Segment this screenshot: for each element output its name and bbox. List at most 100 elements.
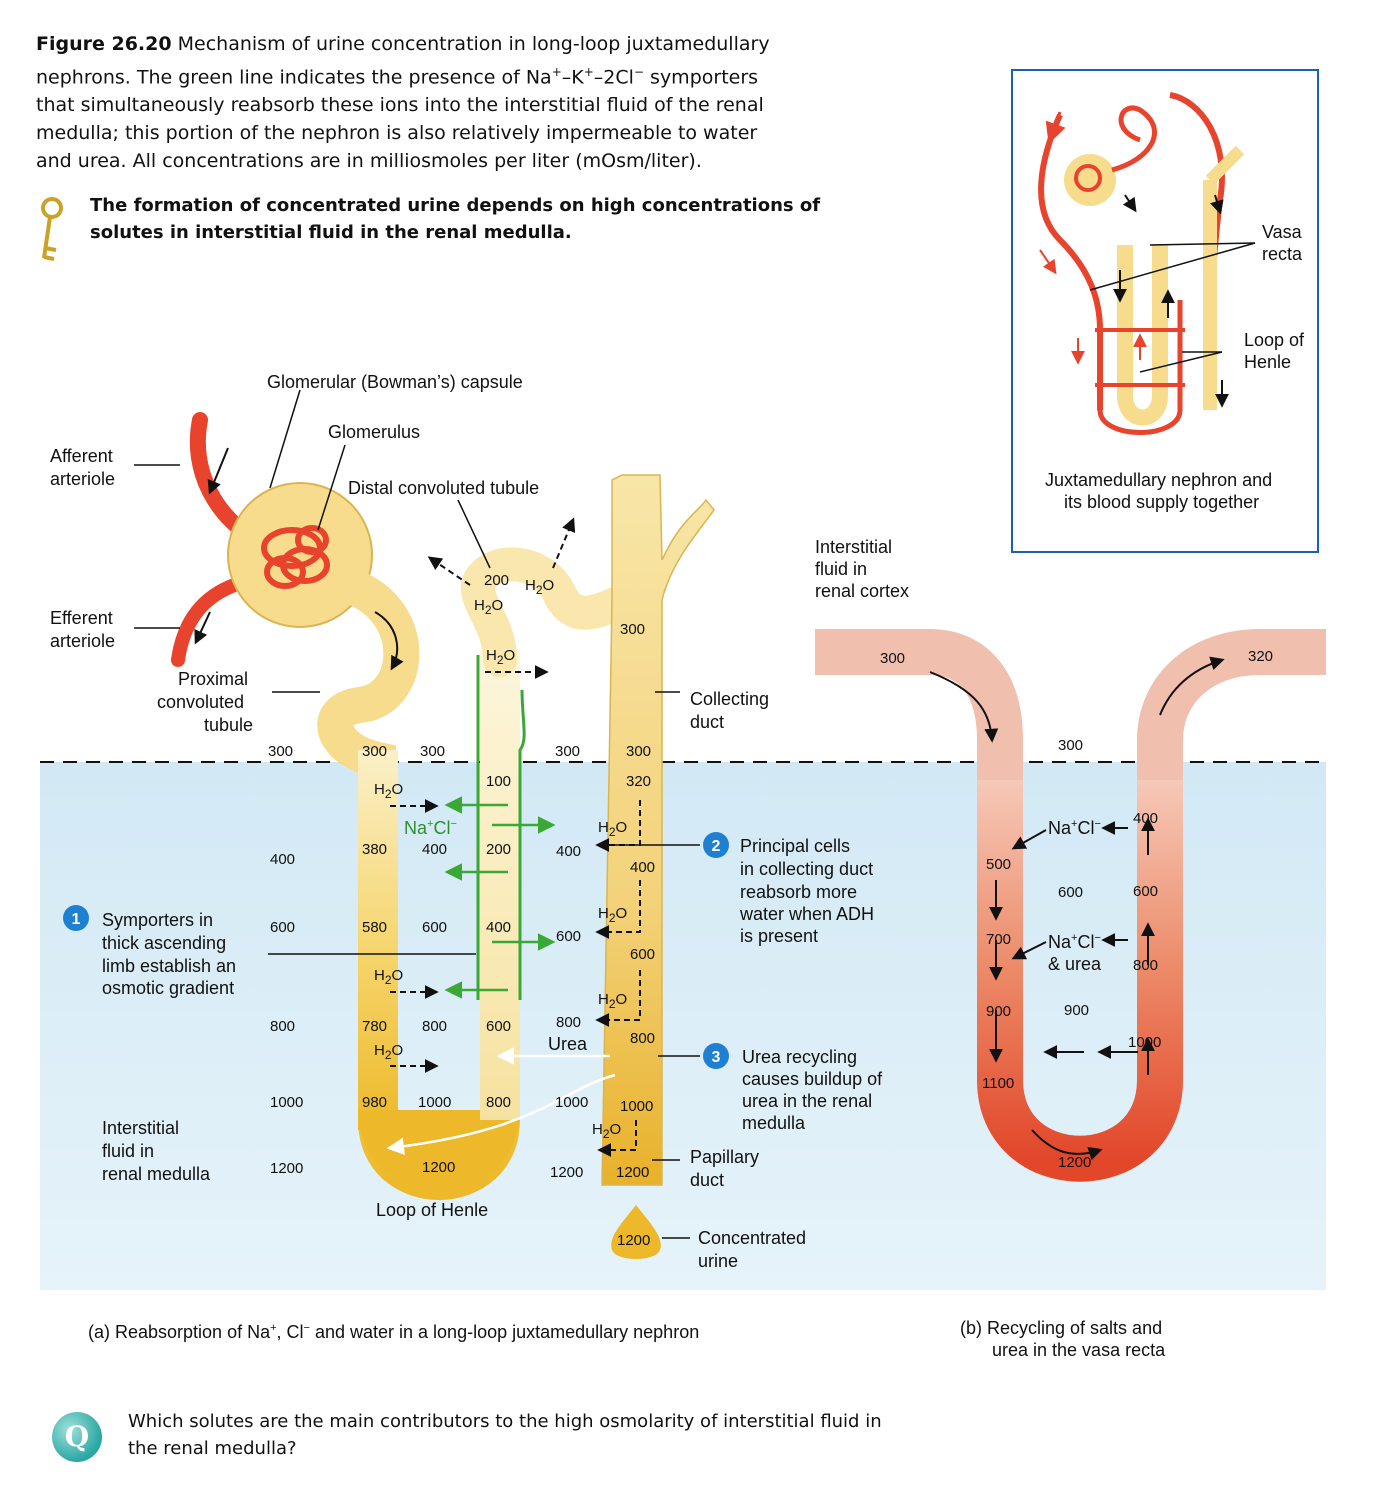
- distal-convoluted-tubule: [461, 547, 642, 677]
- figure-caption: Figure 26.20 Mechanism of urine concentr…: [36, 30, 866, 175]
- label-glomerular-capsule: Glomerular (Bowman’s) capsule: [267, 372, 523, 392]
- val-int-300b: 300: [420, 743, 445, 760]
- label-papillary-2: duct: [690, 1170, 724, 1190]
- step-1-circle: [63, 905, 89, 931]
- step-2-line1: Principal cells: [740, 836, 850, 856]
- inset-nephron-drawing: [1038, 92, 1245, 435]
- val-vr-900-int: 900: [1064, 1002, 1089, 1019]
- caption-line4: medulla; this portion of the nephron is …: [36, 122, 758, 145]
- caption-line2b: –K: [561, 66, 584, 89]
- val-asc-400: 400: [486, 919, 511, 936]
- val-vr-300-in: 300: [880, 650, 905, 667]
- label-urea: Urea: [548, 1034, 588, 1054]
- val-vr-1100: 1100: [982, 1075, 1014, 1092]
- medulla-region: [40, 762, 1326, 1290]
- step-1-line2: thick ascending: [102, 933, 226, 953]
- vasa-flow-arrows: [929, 656, 1225, 1161]
- step-1-line3: limb establish an: [102, 956, 236, 976]
- cd-water-arrow-4: [597, 1120, 637, 1157]
- label-vasa-and-urea: & urea: [1048, 954, 1102, 974]
- val-vr-1200: 1200: [1058, 1154, 1091, 1171]
- val-int-1200b: 1200: [550, 1164, 583, 1181]
- inset-leader-lines: [1089, 242, 1256, 373]
- question-text: Which solutes are the main contributors …: [128, 1411, 882, 1459]
- water-arrow-distal-2: [552, 517, 576, 569]
- h2o-label-10: H2O: [592, 1121, 621, 1141]
- val-vr-800: 800: [1133, 957, 1158, 974]
- val-int-400: 400: [270, 851, 295, 868]
- val-int-300c: 300: [555, 743, 580, 760]
- val-desc-780: 780: [362, 1018, 387, 1035]
- flow-arrow-efferent: [194, 611, 211, 645]
- sup-minus: −: [633, 65, 644, 79]
- label-medulla-1: Interstitial: [102, 1118, 179, 1138]
- val-vr-320-out: 320: [1248, 648, 1273, 665]
- step-1-num: 1: [72, 911, 81, 928]
- step-3-line1: Urea recycling: [742, 1047, 857, 1067]
- step-2-line4: water when ADH: [739, 904, 874, 924]
- label-loop-of-henle: Loop of Henle: [376, 1200, 488, 1220]
- val-vr-600-int: 600: [1058, 884, 1083, 901]
- val-cd-400: 400: [630, 859, 655, 876]
- label-inset-caption-2: its blood supply together: [1064, 492, 1259, 512]
- h2o-label-7: H2O: [598, 819, 627, 839]
- figure-label: Figure 26.20: [36, 33, 172, 55]
- label-distal: Distal convoluted tubule: [348, 478, 539, 498]
- val-asc-100: 100: [486, 773, 511, 790]
- step-3: 3 Urea recycling causes buildup of urea …: [703, 1043, 883, 1133]
- val-vr-500: 500: [986, 856, 1011, 873]
- symporter-green-line-outer: [518, 689, 526, 1000]
- label-cortex-1: Interstitial: [815, 537, 892, 557]
- flow-arrow-proximal: [374, 611, 404, 671]
- step-3-line2: causes buildup of: [742, 1069, 883, 1089]
- val-asc-600: 600: [486, 1018, 511, 1035]
- val-cd-300: 300: [626, 743, 651, 760]
- label-inset-loop-1: Loop of: [1244, 330, 1305, 350]
- nacl-label-vasa-2: Na+Cl−: [1048, 932, 1101, 952]
- key-concept: The formation of concentrated urine depe…: [90, 192, 830, 246]
- collecting-duct: [601, 474, 715, 1186]
- osmolarity-values: 200 300 300 300 300 300 300 100 320 400 …: [268, 572, 1273, 1249]
- flow-arrow-afferent: [207, 447, 229, 495]
- label-inset-caption-1: Juxtamedullary nephron and: [1045, 470, 1272, 490]
- h2o-labels: H2O H2O H2O H2O H2O H2O H2O H2O H2O H2O: [374, 577, 627, 1141]
- val-vr-300-int: 300: [1058, 737, 1083, 754]
- val-vr-700: 700: [986, 931, 1011, 948]
- label-urine-2: urine: [698, 1251, 738, 1271]
- step-2: 2 Principal cells in collecting duct rea…: [703, 832, 874, 946]
- step-2-line3: reabsorb more: [740, 882, 857, 902]
- val-cd-1200: 1200: [616, 1164, 649, 1181]
- urea-arrow-2: [386, 1073, 616, 1156]
- val-vr-600: 600: [1133, 883, 1158, 900]
- vasa-recta-vessel-medulla: [977, 780, 1183, 1182]
- step-3-line3: urea in the renal: [742, 1091, 872, 1111]
- val-int-600: 600: [270, 919, 295, 936]
- val-desc-580: 580: [362, 919, 387, 936]
- label-medulla-2: fluid in: [102, 1141, 154, 1161]
- caption-line1: Mechanism of urine concentration in long…: [171, 33, 770, 55]
- val-int-600c: 600: [556, 928, 581, 945]
- val-vr-400: 400: [1133, 810, 1158, 827]
- val-int-1200: 1200: [270, 1160, 303, 1177]
- caption-line2c: –2Cl: [593, 66, 634, 89]
- label-proximal-3: tubule: [204, 715, 253, 735]
- label-collecting-2: duct: [690, 712, 724, 732]
- step-3-num: 3: [712, 1049, 721, 1066]
- h2o-label-3: H2O: [486, 647, 515, 667]
- val-asc-800: 800: [486, 1094, 511, 1111]
- h2o-label-1: H2O: [474, 597, 503, 617]
- val-int-600b: 600: [422, 919, 447, 936]
- caption-line5: and urea. All concentrations are in mill…: [36, 150, 702, 173]
- step-1: 1 Symporters in thick ascending limb est…: [63, 905, 236, 998]
- nacl-label-tubule: Na+Cl−: [404, 818, 457, 838]
- val-desc-380: 380: [362, 841, 387, 858]
- key-icon: [41, 197, 63, 261]
- caption-line2a: nephrons. The green line indicates the p…: [36, 66, 552, 89]
- leader-lines: [134, 389, 700, 1239]
- val-int-400c: 400: [556, 843, 581, 860]
- subcaption-a: (a) Reabsorption of Na+, Cl− and water i…: [88, 1322, 699, 1342]
- proximal-convoluted-tubule: [317, 572, 420, 1018]
- val-int-1000c: 1000: [555, 1094, 588, 1111]
- val-cd-1000: 1000: [620, 1098, 653, 1115]
